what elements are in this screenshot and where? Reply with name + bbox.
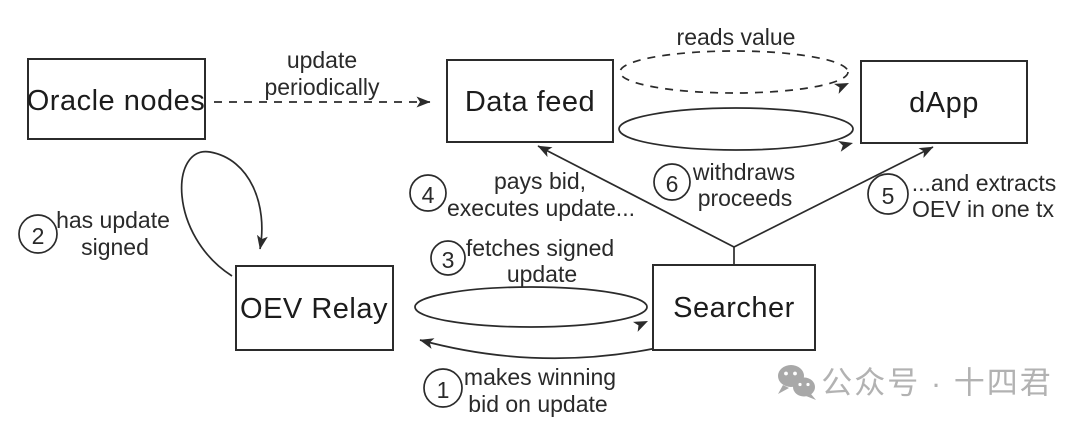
step-1-badge [423,368,463,408]
step-2-badge [18,214,58,254]
step-1-label-line2: bid on update [468,391,607,417]
reads-value-label: reads value [677,24,796,50]
reads-value-ellipse [619,50,849,94]
data-feed-box [446,59,614,143]
step-2-number: 2 [32,223,45,249]
searcher-box [652,264,816,351]
step-5-number: 5 [882,183,895,209]
dapp-label: dApp [909,87,979,119]
step-5-label-line1: ...and extracts [912,170,1056,196]
update-periodically-label-line2: periodically [264,74,380,100]
extracts-oev-arrow [733,146,934,248]
dapp-box [860,60,1028,144]
makes-bid-arrow [419,338,658,360]
has-update-signed-arrow [180,151,268,277]
relay-searcher-arrowhead [632,321,648,332]
step-1-label-line1: makes winning [464,364,616,390]
step-3-badge [430,240,466,276]
step-5-badge [867,173,909,215]
oev-relay-label: OEV Relay [240,293,388,325]
oracle-nodes-box [27,58,206,140]
step-2-label-line1: has update [56,207,170,233]
step-1-number: 1 [437,377,450,403]
watermark-text: 公众号 · 十四君 [821,366,1053,401]
pays-bid-arrow [537,145,735,248]
step-4-number: 4 [422,182,435,208]
step-3-number: 3 [442,247,455,273]
step-6-badge [653,163,691,201]
step-6-label-line1: withdraws [692,159,795,185]
relay-searcher-ellipse [414,286,648,328]
oracle-nodes-label: Oracle nodes [27,85,206,117]
step-4-label-line1: pays bid, [494,168,586,194]
data-feed-label: Data feed [465,86,595,118]
step-4-label-line2: executes update... [447,195,635,221]
searcher-label: Searcher [673,292,795,324]
step-3-label-line1: fetches signed [466,235,614,261]
step-4-badge [409,174,447,212]
step-2-label-line2: signed [81,234,149,260]
step-3-label-line2: update [507,261,577,287]
datafeed-dapp-arrowhead [838,141,853,152]
oev-relay-box [235,265,394,351]
update-periodically-label-line1: update [287,47,357,73]
step-6-label-line2: proceeds [698,185,793,211]
step-6-number: 6 [666,171,679,197]
datafeed-dapp-ellipse [618,107,854,151]
wechat-icon [778,365,816,400]
step-5-label-line2: OEV in one tx [912,196,1054,222]
reads-value-arrowhead [833,83,849,94]
